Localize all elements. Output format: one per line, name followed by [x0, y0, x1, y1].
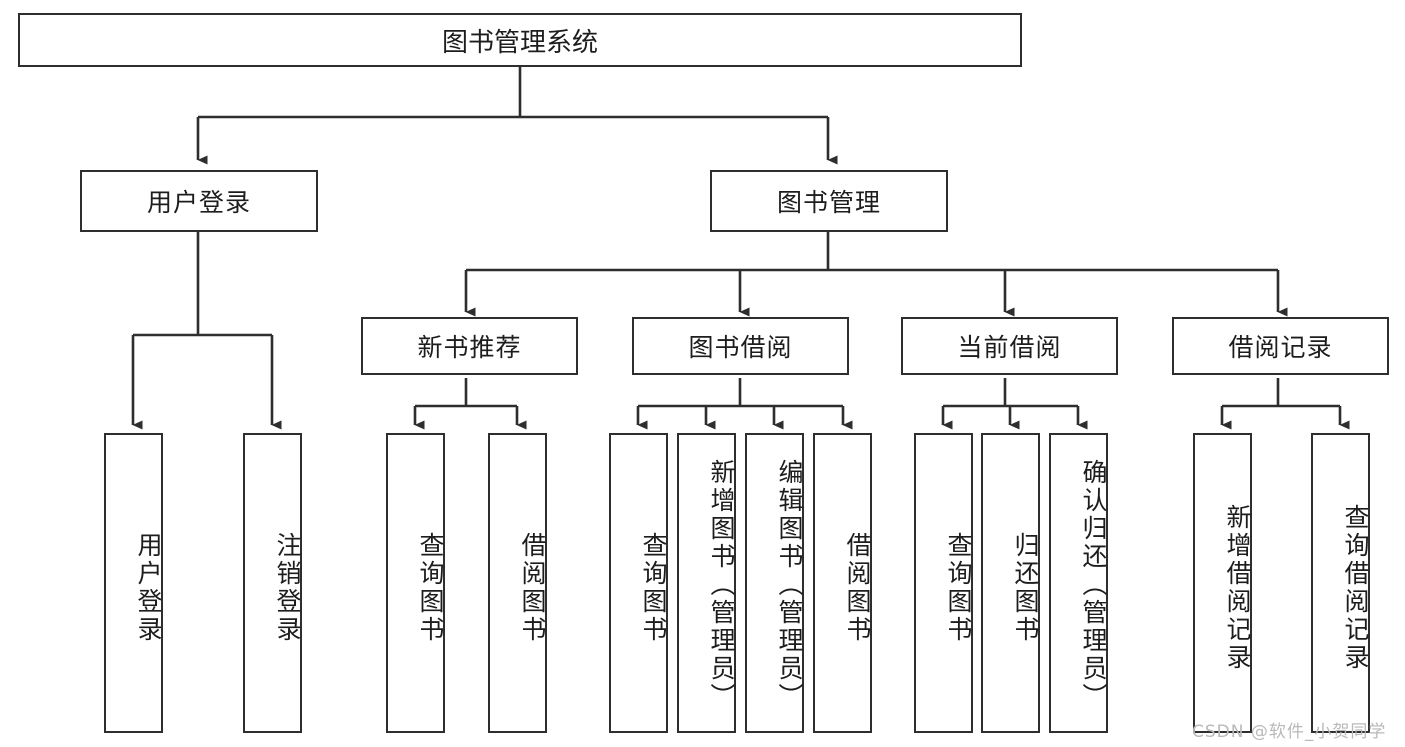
- leaf-user-login[interactable]: 用户登录: [104, 433, 163, 733]
- leaf-label: 注销登录: [273, 532, 302, 644]
- node-new-book-recommend[interactable]: 新书推荐: [361, 317, 578, 375]
- leaf-label: 查询图书: [639, 532, 668, 644]
- leaf-label: 查询借阅记录: [1341, 504, 1370, 672]
- leaf-label: 用户登录: [134, 532, 163, 644]
- leaf-br-query-record[interactable]: 查询借阅记录: [1311, 433, 1370, 733]
- leaf-label: 新增图书（管理员）: [707, 459, 736, 711]
- leaf-logout[interactable]: 注销登录: [243, 433, 302, 733]
- leaf-bb-edit-book-admin[interactable]: 编辑图书（管理员）: [745, 433, 804, 733]
- node-book-borrow[interactable]: 图书借阅: [632, 317, 849, 375]
- leaf-br-add-record[interactable]: 新增借阅记录: [1193, 433, 1252, 733]
- leaf-cb-return-book[interactable]: 归还图书: [981, 433, 1040, 733]
- node-user-login[interactable]: 用户登录: [80, 170, 318, 232]
- leaf-label: 查询图书: [416, 532, 445, 644]
- leaf-label: 借阅图书: [843, 532, 872, 644]
- leaf-cb-confirm-return-admin[interactable]: 确认归还（管理员）: [1049, 433, 1108, 733]
- leaf-bb-borrow-book[interactable]: 借阅图书: [813, 433, 872, 733]
- leaf-label: 归还图书: [1011, 532, 1040, 644]
- leaf-nb-query-book[interactable]: 查询图书: [386, 433, 445, 733]
- leaf-cb-query-book[interactable]: 查询图书: [914, 433, 973, 733]
- leaf-label: 编辑图书（管理员）: [775, 459, 804, 711]
- node-book-management[interactable]: 图书管理: [710, 170, 948, 232]
- leaf-label: 借阅图书: [518, 532, 547, 644]
- node-current-borrow[interactable]: 当前借阅: [901, 317, 1118, 375]
- leaf-nb-borrow-book[interactable]: 借阅图书: [488, 433, 547, 733]
- watermark: CSDN @软件_小贺同学: [1192, 722, 1387, 742]
- leaf-label: 确认归还（管理员）: [1079, 459, 1108, 711]
- leaf-label: 查询图书: [944, 532, 973, 644]
- node-root-system[interactable]: 图书管理系统: [18, 13, 1022, 67]
- node-borrow-record[interactable]: 借阅记录: [1172, 317, 1389, 375]
- leaf-bb-add-book-admin[interactable]: 新增图书（管理员）: [677, 433, 736, 733]
- leaf-bb-query-book[interactable]: 查询图书: [609, 433, 668, 733]
- leaf-label: 新增借阅记录: [1223, 504, 1252, 672]
